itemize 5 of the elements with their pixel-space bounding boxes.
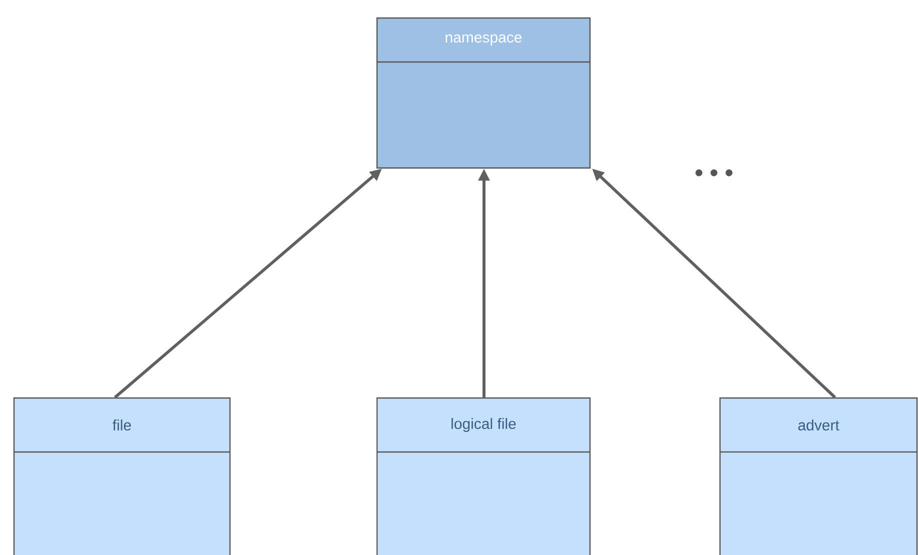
class-box: logical file xyxy=(376,397,591,555)
class-box: file xyxy=(13,397,231,555)
class-box: advert xyxy=(719,397,918,555)
class-box: namespace xyxy=(376,17,591,169)
ellipsis: • • • xyxy=(696,169,732,176)
